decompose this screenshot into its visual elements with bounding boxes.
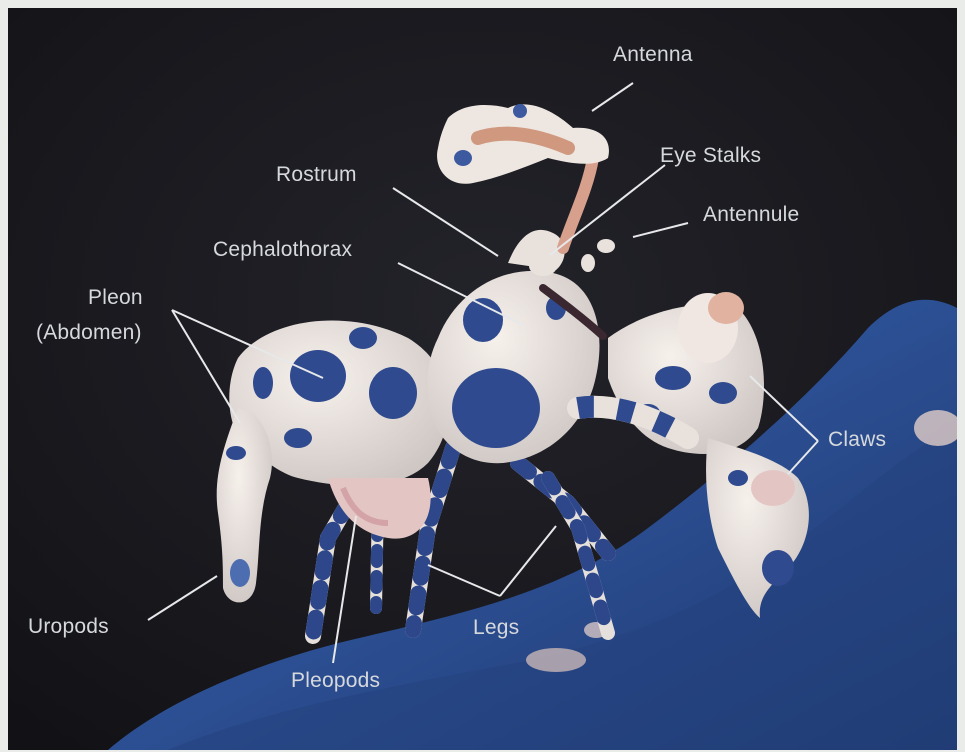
eye-stalks-label: Eye Stalks — [660, 144, 761, 168]
antenna-label: Antenna — [613, 43, 693, 67]
antennule-label: Antennule — [703, 203, 799, 227]
claws-label: Claws — [828, 428, 886, 452]
uropods-label: Uropods — [28, 615, 109, 639]
pleopods-label: Pleopods — [291, 669, 380, 693]
abdomen-label: (Abdomen) — [36, 321, 142, 345]
rostrum-label: Rostrum — [276, 163, 357, 187]
legs-label: Legs — [473, 616, 519, 640]
pleon-label: Pleon — [88, 286, 143, 310]
photo-frame: Antenna Eye Stalks Rostrum Antennule Cep… — [8, 8, 957, 750]
cephalothorax-label: Cephalothorax — [213, 238, 352, 262]
